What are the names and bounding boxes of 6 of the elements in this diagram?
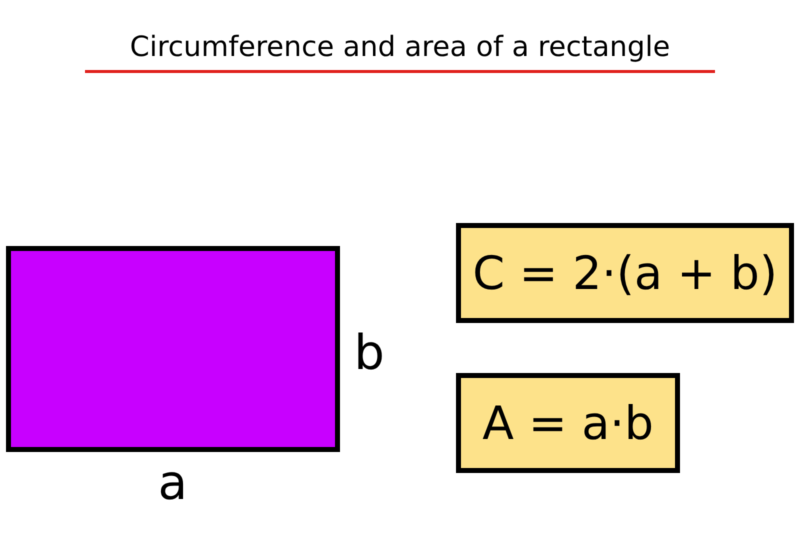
formula-box: A = a·b — [456, 373, 680, 473]
formula-box: C = 2·(a + b) — [456, 223, 794, 323]
title: Circumference and area of a rectangle — [128, 30, 672, 63]
side-label: b — [354, 325, 384, 381]
side-label: a — [158, 455, 188, 511]
rectangle-shape — [6, 246, 340, 452]
